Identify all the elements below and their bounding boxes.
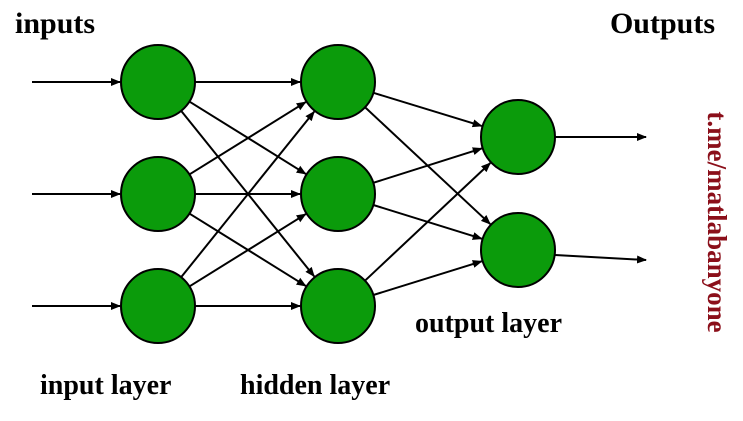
edge-hidden2-output1 [372,147,483,184]
watermark-text: t.me/matlabanyone [702,111,732,332]
edge-hidden3-output1 [364,162,492,282]
input-neuron-3 [120,268,196,344]
input-neuron-2 [120,156,196,232]
output-arrow-2 [554,254,647,264]
edge-hidden1-output1 [373,91,483,128]
neurons [120,44,556,344]
inputs-label: inputs [15,7,95,40]
input-neuron-1 [120,44,196,120]
outputs-label: Outputs [610,7,715,40]
connections [32,78,647,310]
edge-hidden3-output2 [373,260,483,296]
output-neuron-1 [480,99,556,175]
hidden-layer-label: hidden layer [240,370,390,401]
edge-input3-hidden1 [180,110,315,278]
edge-input3-hidden2 [188,213,307,288]
hidden-neuron-3 [300,268,376,344]
edge-input2-hidden1 [188,101,307,176]
input-layer-label: input layer [40,370,171,401]
output-neuron-2 [480,212,556,288]
output-layer-label: output layer [415,308,562,339]
hidden-neuron-1 [300,44,376,120]
hidden-neuron-2 [300,156,376,232]
